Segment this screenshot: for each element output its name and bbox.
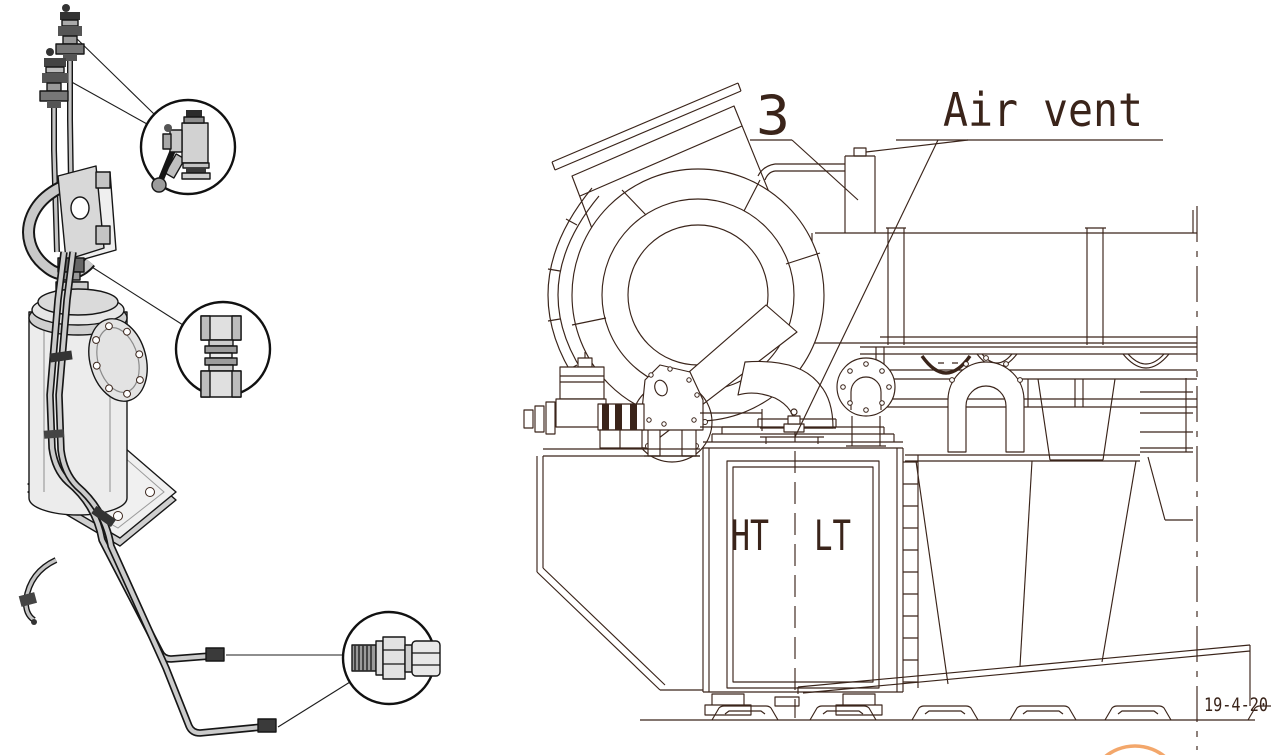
valve-body [181,122,209,164]
cooler-ht-label: HT [731,511,769,560]
engine-block-supports [905,378,1193,685]
turbo-bracket [639,364,704,431]
leader-line [277,681,351,728]
charge-air-duct [811,210,1197,345]
pipe-end-fitting [205,647,225,662]
balloon-item-number: 3 [756,84,790,147]
annotations: 3 Air vent HT LT [731,83,1163,560]
valve-unit [523,352,645,449]
air-vent-label: Air vent [943,83,1143,137]
orange-watermark-arc [1104,744,1166,755]
left-housing-box [536,448,703,691]
foundation [640,644,1271,721]
pipe-end-fitting [257,718,277,733]
leader-line [83,261,184,326]
isometric-valve-pipe-assembly [18,4,441,737]
leader-line [67,79,148,125]
air-vent-fitting [783,408,805,433]
detail-callout-stud-connector [341,610,441,706]
drain-hose [18,557,58,625]
exhaust-flange [836,357,896,447]
engine-centerline: 19-4-20 [1196,206,1268,750]
detail-callout-ball-valve [139,98,237,196]
valve-handle-ball [151,177,167,193]
engine-elevation-drawing: 3 Air vent HT LT 19-4-20 [523,82,1271,755]
probe-valve-top [55,4,85,61]
probe-valve-lower [39,48,69,108]
leader-line [73,35,155,115]
sensing-pipes [43,251,277,737]
threaded-stud [351,644,377,672]
detail-callout-union-coupling [174,300,272,398]
charge-air-cooler [702,408,919,718]
side-flange [88,318,148,402]
cylinder-head-rails [855,346,1197,461]
cooler-lt-label: LT [814,511,851,560]
swivel-nut [411,640,441,677]
water-arch-duct [947,355,1025,453]
hex-nut [382,636,406,680]
air-vent-pipe [844,147,876,233]
revision-date: 19-4-20 [1204,694,1268,716]
